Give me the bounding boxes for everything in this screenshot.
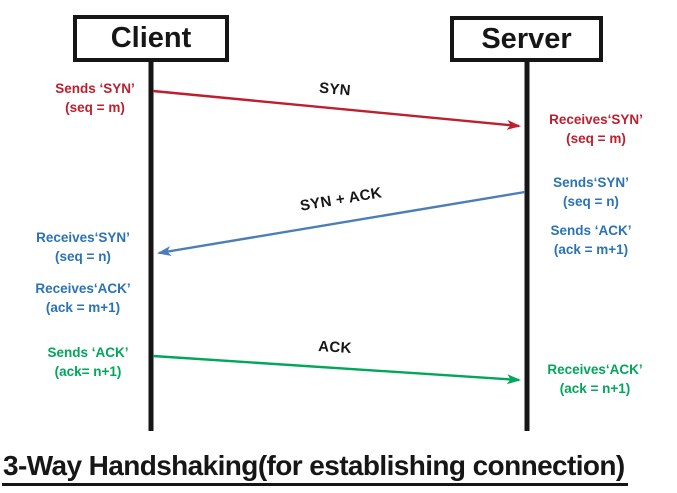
- note-line: (ack = m+1): [553, 241, 629, 257]
- syn-ack-arrow: [157, 190, 526, 256]
- syn-arrow: [152, 89, 521, 130]
- client-receives-ack-note: Receives‘ACK’ (ack = m+1): [8, 280, 158, 317]
- note-line: (ack = n+1): [559, 380, 631, 396]
- client-actor-box: Client: [73, 15, 229, 62]
- note-line: (seq = m): [566, 130, 626, 146]
- client-sends-ack-note: Sends ‘ACK’ (ack= n+1): [13, 344, 163, 381]
- client-actor-label: Client: [110, 22, 192, 54]
- server-actor-box: Server: [450, 16, 603, 62]
- note-line: (ack= n+1): [54, 363, 122, 379]
- note-line: Receives‘ACK’: [35, 281, 131, 296]
- server-sends-ack-note: Sends ‘ACK’ (ack = m+1): [516, 222, 666, 259]
- note-line: (seq = n): [55, 248, 111, 264]
- diagram-title-text: 3-Way Handshaking(for establishing conne…: [2, 450, 628, 486]
- note-line: Sends‘SYN’: [553, 175, 629, 190]
- note-line: Sends ‘SYN’: [55, 81, 135, 96]
- ack-arrow: [152, 354, 521, 385]
- server-actor-label: Server: [481, 22, 572, 55]
- note-line: (ack = m+1): [45, 299, 121, 315]
- server-receives-syn-note: Receives‘SYN’ (seq = m): [521, 111, 671, 148]
- note-line: (seq = m): [65, 99, 125, 115]
- diagram-title: 3-Way Handshaking(for establishing conne…: [2, 450, 677, 486]
- client-sends-syn-note: Sends ‘SYN’ (seq = m): [20, 80, 170, 117]
- note-line: (seq = n): [563, 193, 619, 209]
- note-line: Receives‘SYN’: [549, 112, 643, 127]
- server-sends-syn-note: Sends‘SYN’ (seq = n): [516, 174, 666, 211]
- note-line: Receives‘SYN’: [36, 230, 130, 245]
- note-line: Sends ‘ACK’: [550, 223, 632, 238]
- note-line: Receives‘ACK’: [547, 362, 643, 377]
- client-receives-syn-note: Receives‘SYN’ (seq = n): [8, 229, 158, 266]
- server-receives-ack-note: Receives‘ACK’ (ack = n+1): [520, 361, 670, 398]
- note-line: Sends ‘ACK’: [47, 345, 129, 360]
